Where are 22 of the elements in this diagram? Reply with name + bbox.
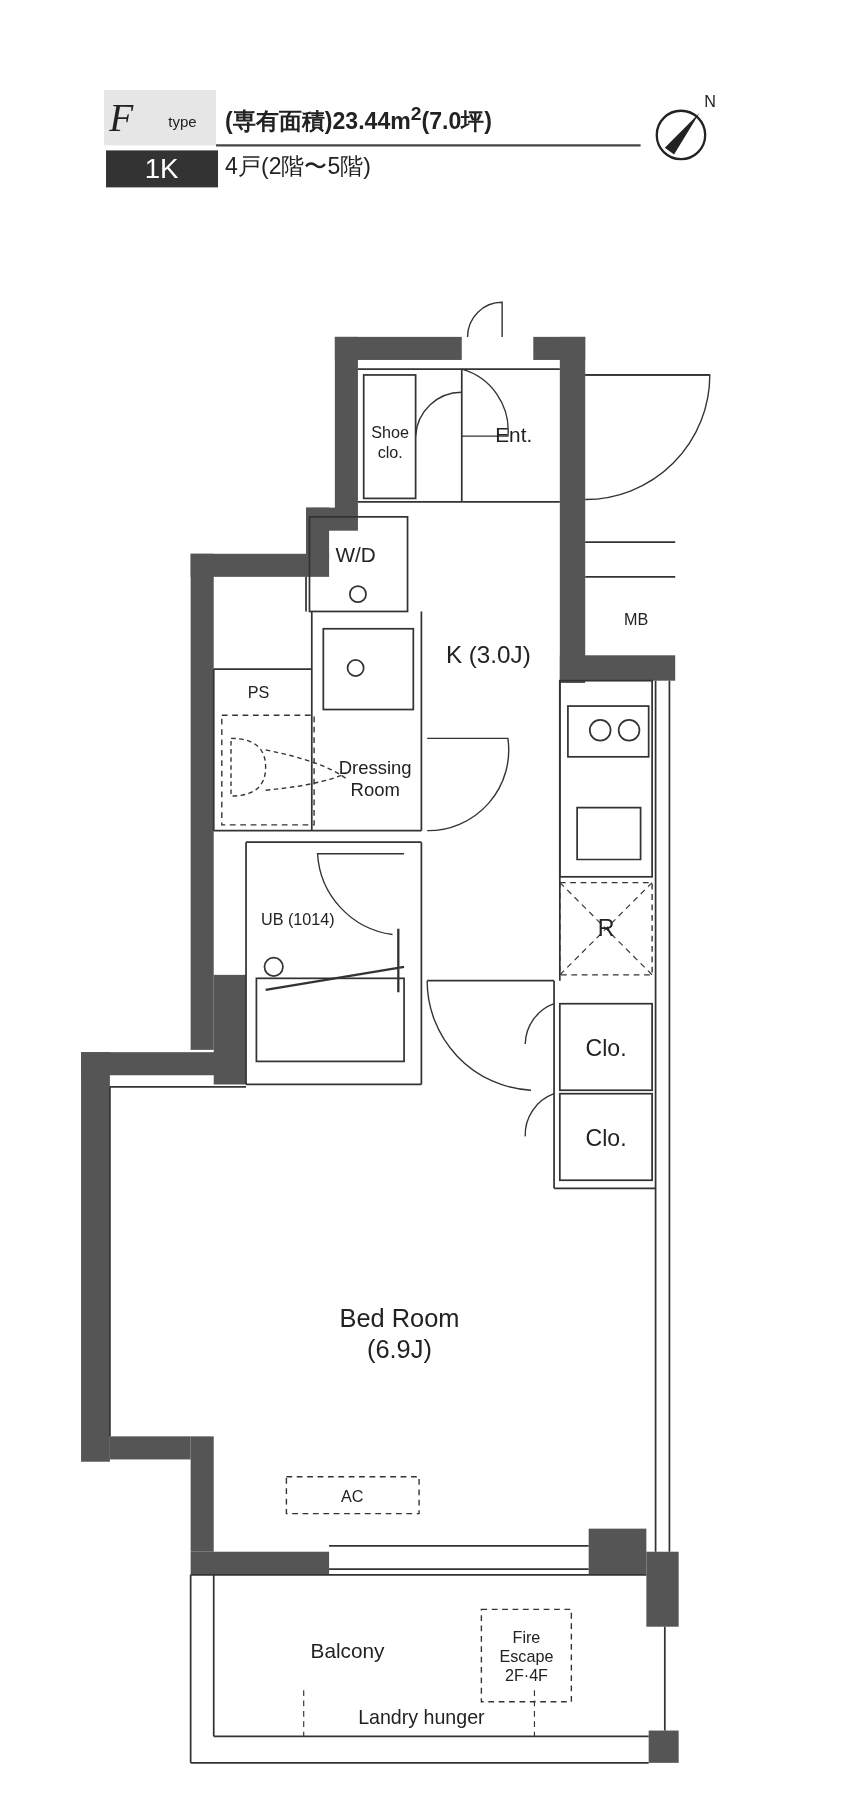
room-label: Fire Escape 2F·4F bbox=[498, 1627, 555, 1686]
room-label: UB (1014) bbox=[260, 910, 336, 930]
room-label: R bbox=[597, 915, 615, 944]
unit-type-label: 1K bbox=[105, 149, 218, 188]
equipment-label: Landry hunger bbox=[358, 1706, 485, 1730]
room-label: Balcony bbox=[310, 1638, 385, 1664]
room-label: MB bbox=[624, 610, 649, 630]
type-label: type bbox=[168, 113, 197, 132]
room-label: K (3.0J) bbox=[444, 640, 532, 670]
room-label: Dressing Room bbox=[337, 757, 413, 802]
room-label: Bed Room (6.9J) bbox=[338, 1302, 461, 1364]
room-label: W/D bbox=[335, 542, 376, 568]
type-letter: F bbox=[109, 95, 134, 142]
room-label: Clo. bbox=[585, 1125, 627, 1154]
unit-count-text: 4戸(2階〜5階) bbox=[225, 153, 371, 182]
room-label: Ent. bbox=[495, 422, 533, 448]
room-label: PS bbox=[247, 683, 270, 703]
room-label: Shoe clo. bbox=[370, 422, 411, 462]
floor-area-text: (専有面積)23.44m$^{2}$(7.0坪) bbox=[225, 102, 492, 136]
equipment-label: AC bbox=[340, 1487, 364, 1508]
north-label: N bbox=[704, 91, 716, 112]
room-label: Clo. bbox=[585, 1035, 627, 1064]
